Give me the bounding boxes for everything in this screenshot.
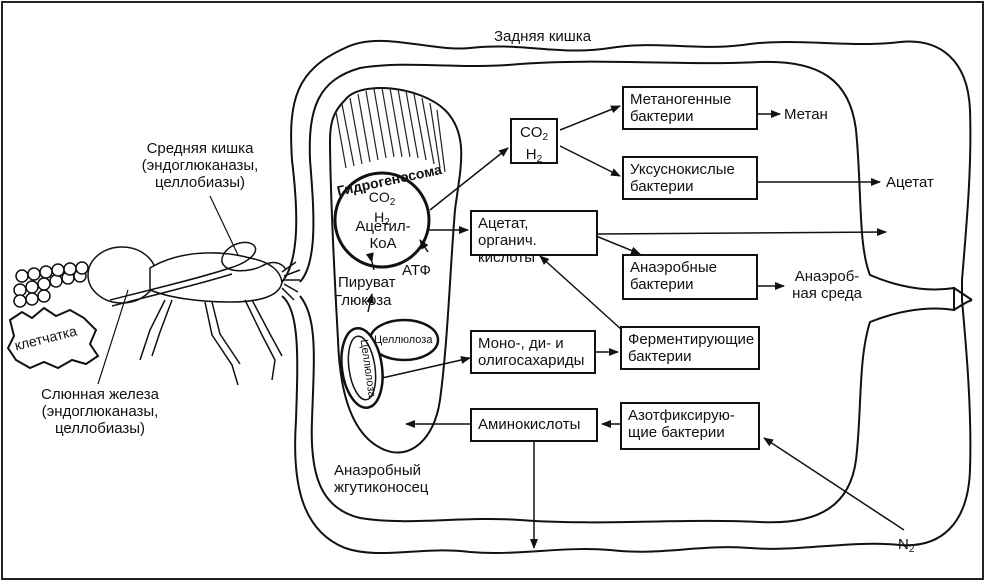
box-anaerobes: Анаэробные бактерии (622, 254, 758, 300)
acetyl-line-2: КоА (342, 235, 424, 252)
methanogens-line-2: бактерии (630, 108, 750, 125)
acetogens-line-2: бактерии (630, 178, 750, 195)
pyruvate-label: Пируват (338, 274, 396, 291)
box-amino: Аминокислоты (470, 408, 598, 442)
amino-label: Аминокислоты (478, 416, 590, 433)
box-h2-sub: 2 (537, 154, 543, 165)
box-h2: H (526, 146, 537, 163)
anaerobes-line-2: бактерии (630, 276, 750, 293)
methanogens-line-1: Метаногенные (630, 91, 750, 108)
sugars-line-1: Моно-, ди- и (478, 335, 588, 352)
box-co2-sub: 2 (542, 132, 548, 143)
n2-text: N (898, 536, 909, 553)
glucose-label: Глюкоза (334, 292, 391, 309)
salivary-title: Слюнная железа (20, 386, 180, 403)
acetogens-line-1: Уксуснокислые (630, 161, 750, 178)
box-fermenting: Ферментирующие бактерии (620, 326, 760, 370)
acids-line-1: Ацетат, органич. (478, 215, 590, 249)
flagellate-line-1: Анаэробный (334, 462, 428, 479)
box-sugars: Моно-, ди- и олигосахариды (470, 330, 596, 374)
acetyl-line-1: Ацетил- (342, 218, 424, 235)
cellulose-label-1: Целлюлоза (374, 332, 432, 349)
salivary-enzymes-1: (эндоглюканазы, (20, 403, 180, 420)
flagellate-label: Анаэробный жгутиконосец (334, 462, 428, 496)
salivary-enzymes-2: целлобиазы) (20, 420, 180, 437)
anaerobic-env-line-1: Анаэроб- (782, 268, 872, 285)
nfix-line-1: Азотфиксирую- (628, 407, 752, 424)
box-acetogens: Уксуснокислые бактерии (622, 156, 758, 200)
box-nfix: Азотфиксирую- щие бактерии (620, 402, 760, 450)
hindgut-label: Задняя кишка (494, 28, 591, 45)
midgut-enzymes-1: (эндоглюканазы, (120, 157, 280, 174)
sugars-line-2: олигосахариды (478, 352, 588, 369)
box-methanogens: Метаногенные бактерии (622, 86, 758, 130)
flagellate-line-2: жгутиконосец (334, 479, 428, 496)
anaerobic-env-line-2: ная среда (782, 285, 872, 302)
atp-label: АТФ (402, 262, 431, 279)
midgut-title: Средняя кишка (120, 140, 280, 157)
acids-line-2: кислоты (478, 249, 590, 266)
hydro-co2-sub: 2 (390, 197, 396, 208)
methane-label: Метан (784, 106, 828, 123)
hydro-co2: CO (369, 189, 390, 205)
nfix-line-2: щие бактерии (628, 424, 752, 441)
midgut-label: Средняя кишка (эндоглюканазы, целлобиазы… (120, 140, 280, 191)
midgut-enzymes-2: целлобиазы) (120, 174, 280, 191)
n2-sub: 2 (909, 544, 915, 555)
n2-label: N2 (898, 536, 914, 558)
fermenting-line-2: бактерии (628, 348, 752, 365)
anaerobic-env-label: Анаэроб- ная среда (782, 268, 872, 302)
acetyl-coa: Ацетил- КоА (342, 218, 424, 252)
box-co2: CO (520, 124, 543, 141)
fermenting-line-1: Ферментирующие (628, 331, 752, 348)
salivary-label: Слюнная железа (эндоглюканазы, целлобиаз… (20, 386, 180, 437)
acetate-label: Ацетат (886, 174, 934, 191)
box-co2-h2: CO2 H2 (510, 118, 558, 164)
anaerobes-line-1: Анаэробные (630, 259, 750, 276)
box-acids: Ацетат, органич. кислоты (470, 210, 598, 256)
